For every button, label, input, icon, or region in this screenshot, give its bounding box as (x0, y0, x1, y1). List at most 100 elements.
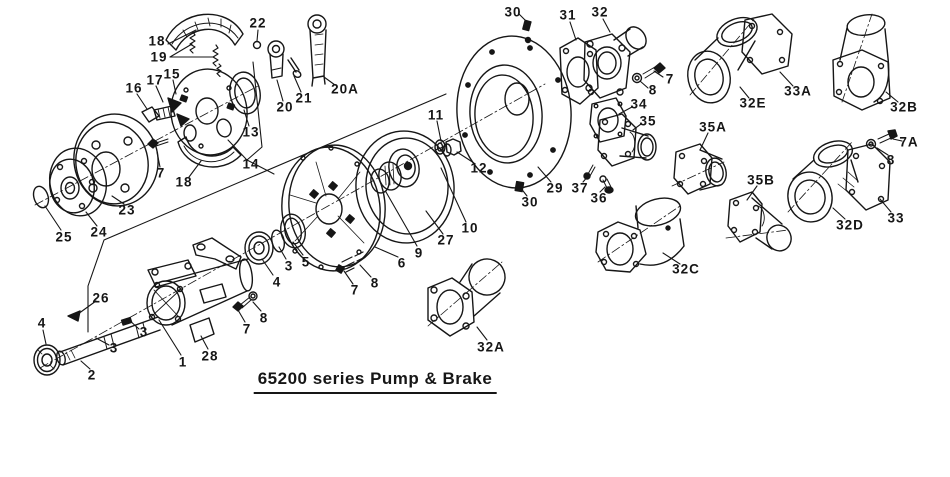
part-callout-32B: 32B (890, 99, 918, 115)
part-callout-18: 18 (148, 33, 166, 49)
part-bearing-4-right (244, 231, 274, 265)
part-elbow-32A (427, 258, 506, 337)
part-flange-35B (727, 191, 792, 252)
part-callout-32C: 32C (672, 261, 700, 277)
part-washer-8-right (865, 138, 877, 150)
part-bolt-36 (599, 175, 614, 194)
part-callout-7: 7 (665, 71, 675, 87)
part-callout-1: 1 (178, 354, 188, 370)
part-callout-19: 19 (150, 49, 168, 65)
part-bearing-4-left (33, 344, 61, 376)
part-gasket-13 (229, 71, 261, 115)
part-callout-4: 4 (37, 315, 47, 331)
part-callout-3: 3 (139, 324, 149, 340)
part-adapter-32 (583, 26, 647, 99)
part-callout-3: 3 (284, 258, 294, 274)
part-callout-30: 30 (504, 4, 522, 20)
part-callout-35B: 35B (747, 172, 775, 188)
part-brake-shoe-upper-18 (165, 13, 244, 51)
part-callout-8: 8 (648, 82, 658, 98)
part-flange-35A (673, 143, 727, 195)
part-bolt-7A (877, 129, 898, 144)
part-pin-21 (287, 57, 302, 78)
part-gasket-31 (559, 37, 599, 105)
part-brake-shoe-lower-18 (177, 136, 242, 168)
part-bolt-7-axle (232, 296, 252, 312)
part-callout-35A: 35A (699, 119, 727, 135)
part-callout-7: 7 (156, 165, 166, 181)
part-callout-12: 12 (470, 160, 488, 176)
part-callout-32D: 32D (836, 217, 864, 233)
part-callout-33A: 33A (784, 83, 812, 99)
part-callout-22: 22 (249, 15, 267, 31)
leader-lines (42, 13, 903, 370)
part-hub-24 (49, 147, 107, 217)
diagram-title: 65200 series Pump & Brake (253, 369, 497, 394)
part-bolt-7-adapter (642, 62, 666, 79)
part-callout-27: 27 (437, 232, 455, 248)
part-adapter-35 (597, 113, 657, 167)
part-bolt-37 (583, 164, 596, 180)
part-tag-28 (189, 317, 215, 343)
part-callout-2: 2 (87, 367, 97, 383)
part-callout-10: 10 (461, 220, 479, 236)
part-callout-8: 8 (259, 310, 269, 326)
part-callout-26: 26 (92, 290, 110, 306)
part-callout-23: 23 (118, 202, 136, 218)
part-adjuster-15-16-17 (141, 97, 190, 127)
part-pump-cover-6 (281, 144, 386, 274)
part-flange-33 (845, 143, 891, 211)
part-callout-6: 6 (397, 255, 407, 271)
part-callout-14: 14 (242, 156, 260, 172)
part-callout-15: 15 (163, 66, 181, 82)
part-callout-20A: 20A (331, 81, 359, 97)
part-tube-32C (595, 197, 685, 273)
part-callout-5: 5 (301, 254, 311, 270)
part-elbow-32B (832, 14, 891, 111)
part-gasket-34 (589, 97, 627, 143)
part-axle-housing-1 (146, 237, 254, 326)
part-callout-18: 18 (175, 174, 193, 190)
part-snap-ring-25 (32, 185, 50, 209)
part-callout-20: 20 (276, 99, 294, 115)
part-washer-8-adapter (631, 72, 643, 84)
part-callout-7: 7 (350, 282, 360, 298)
part-lever-20 (267, 40, 285, 79)
part-callout-17: 17 (146, 72, 164, 88)
part-callout-33: 33 (887, 210, 905, 226)
part-elbow-32E (687, 16, 758, 104)
part-callout-16: 16 (125, 80, 143, 96)
part-callout-8: 8 (886, 152, 896, 168)
part-callout-11: 11 (427, 107, 445, 123)
part-callout-30: 30 (521, 194, 539, 210)
part-elbow-32D (787, 140, 859, 223)
part-callout-3: 3 (109, 340, 119, 356)
part-callout-7A: 7A (899, 134, 919, 150)
part-nut-12 (434, 138, 462, 157)
part-callout-35: 35 (639, 113, 657, 129)
part-springs-19 (189, 31, 222, 78)
part-backing-plate-14 (170, 68, 248, 156)
part-callout-8: 8 (370, 275, 380, 291)
part-washer-22 (252, 40, 262, 50)
part-callout-4: 4 (272, 274, 282, 290)
part-key-26 (67, 310, 81, 322)
part-callout-24: 24 (90, 224, 108, 240)
part-callout-29: 29 (546, 180, 564, 196)
part-callout-9: 9 (414, 245, 424, 261)
part-pump-body-29 (456, 19, 572, 193)
part-callout-32: 32 (591, 4, 609, 20)
part-callout-7: 7 (242, 321, 252, 337)
part-nut-8-axle (248, 291, 258, 301)
part-callout-31: 31 (559, 7, 577, 23)
part-callout-36: 36 (590, 190, 608, 206)
part-impeller-9 (370, 148, 420, 194)
part-callout-37: 37 (571, 180, 589, 196)
part-callout-13: 13 (242, 124, 260, 140)
part-lever-20A (307, 14, 327, 87)
part-callout-34: 34 (630, 96, 648, 112)
part-callout-32A: 32A (477, 339, 505, 355)
boundary-lines (87, 61, 447, 333)
